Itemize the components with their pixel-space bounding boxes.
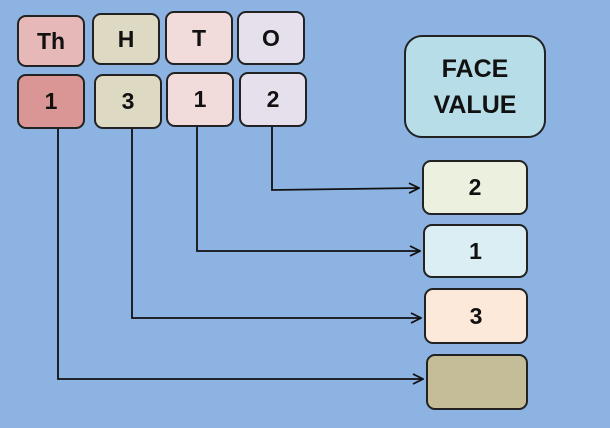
face-value-title-line2: VALUE bbox=[433, 90, 517, 119]
face-value-hundreds: 3 bbox=[424, 288, 528, 344]
digit-tens: 1 bbox=[166, 72, 234, 127]
face-value-ones: 2 bbox=[422, 160, 528, 215]
digit-thousands: 1 bbox=[17, 74, 85, 129]
header-ones: O bbox=[237, 11, 305, 65]
hundreds-connector bbox=[131, 129, 420, 318]
digit-ones: 2 bbox=[239, 72, 307, 127]
tens-connector bbox=[196, 127, 419, 251]
face-value-tens: 1 bbox=[423, 224, 528, 278]
header-tens: T bbox=[165, 11, 233, 65]
digit-hundreds: 3 bbox=[94, 74, 162, 129]
header-hundreds: H bbox=[92, 13, 160, 65]
face-value-thousands bbox=[426, 354, 528, 410]
header-thousands: Th bbox=[17, 15, 85, 67]
ones-connector bbox=[271, 127, 418, 190]
face-value-title: FACE VALUE bbox=[404, 35, 546, 138]
thousands-connector bbox=[57, 129, 422, 379]
face-value-title-line1: FACE bbox=[441, 54, 509, 83]
